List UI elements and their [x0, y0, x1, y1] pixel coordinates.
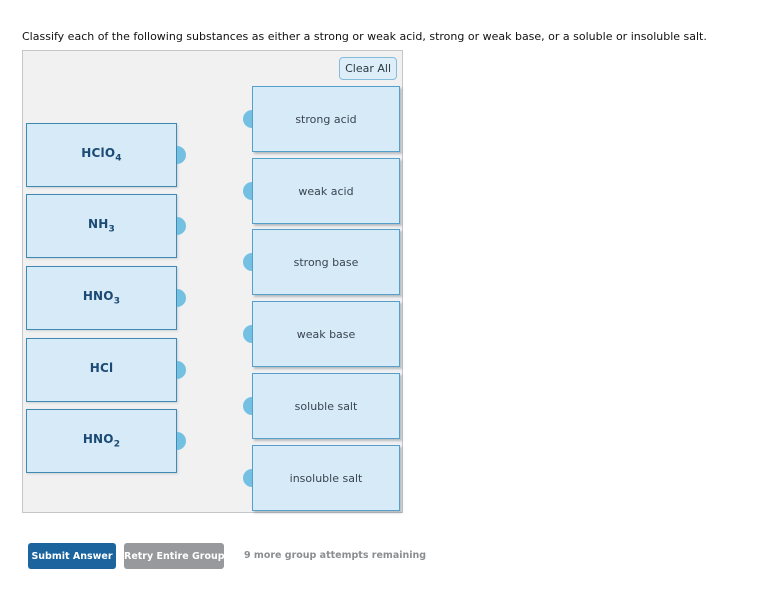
substance-tile[interactable]: HClO4: [26, 123, 186, 187]
substance-label: HNO2: [83, 432, 120, 449]
drag-nub-icon: [177, 146, 186, 164]
attempts-remaining-text: 9 more group attempts remaining: [244, 550, 427, 561]
substance-formula-base: HCl: [89, 361, 114, 376]
drop-nub-icon: [243, 397, 252, 415]
category-dropzone-strong-base[interactable]: strong base: [243, 229, 400, 295]
classification-panel: Clear All HClO4 NH3 HNO3 HCl HNO2 strong…: [22, 50, 403, 513]
category-label: weak acid: [298, 184, 354, 198]
substance-formula-base: HNO: [82, 289, 114, 304]
category-dropzone-weak-base[interactable]: weak base: [243, 301, 400, 367]
drop-nub-icon: [243, 110, 252, 128]
category-label: soluble salt: [294, 399, 358, 413]
retry-entire-group-button[interactable]: Retry Entire Group: [124, 543, 225, 569]
substance-tile[interactable]: HNO2: [26, 409, 186, 473]
category-label: strong base: [293, 255, 359, 269]
drop-nub-icon: [243, 253, 252, 271]
category-dropzone-soluble-salt[interactable]: soluble salt: [243, 373, 400, 439]
clear-all-button[interactable]: Clear All: [339, 57, 397, 80]
substance-label: HClO4: [81, 146, 121, 163]
drag-nub-icon: [177, 361, 186, 379]
drag-nub-icon: [177, 432, 186, 450]
substance-formula-subscript: 2: [113, 439, 121, 450]
substance-label: HCl: [90, 361, 114, 378]
substance-formula-base: HClO: [81, 146, 116, 161]
substance-label: NH3: [88, 217, 115, 234]
question-text: Classify each of the following substance…: [22, 30, 707, 43]
drop-nub-icon: [243, 469, 252, 487]
category-label: insoluble salt: [289, 471, 363, 485]
category-dropzone-strong-acid[interactable]: strong acid: [243, 86, 400, 152]
drag-nub-icon: [177, 217, 186, 235]
category-label: weak base: [296, 327, 356, 341]
submit-answer-button[interactable]: Submit Answer: [28, 543, 116, 569]
substance-formula-subscript: 3: [113, 296, 121, 307]
drop-nub-icon: [243, 325, 252, 343]
category-label: strong acid: [295, 112, 357, 126]
category-dropzone-weak-acid[interactable]: weak acid: [243, 158, 400, 224]
category-dropzone-insoluble-salt[interactable]: insoluble salt: [243, 445, 400, 511]
drop-nub-icon: [243, 182, 252, 200]
substance-tile[interactable]: HCl: [26, 338, 186, 402]
drag-nub-icon: [177, 289, 186, 307]
substance-tile[interactable]: NH3: [26, 194, 186, 258]
substance-label: HNO3: [83, 289, 120, 306]
substance-formula-subscript: 4: [115, 153, 122, 164]
substance-formula-base: HNO: [82, 432, 114, 447]
substance-formula-base: NH: [88, 217, 109, 232]
substance-formula-subscript: 3: [108, 224, 115, 235]
substance-tile[interactable]: HNO3: [26, 266, 186, 330]
